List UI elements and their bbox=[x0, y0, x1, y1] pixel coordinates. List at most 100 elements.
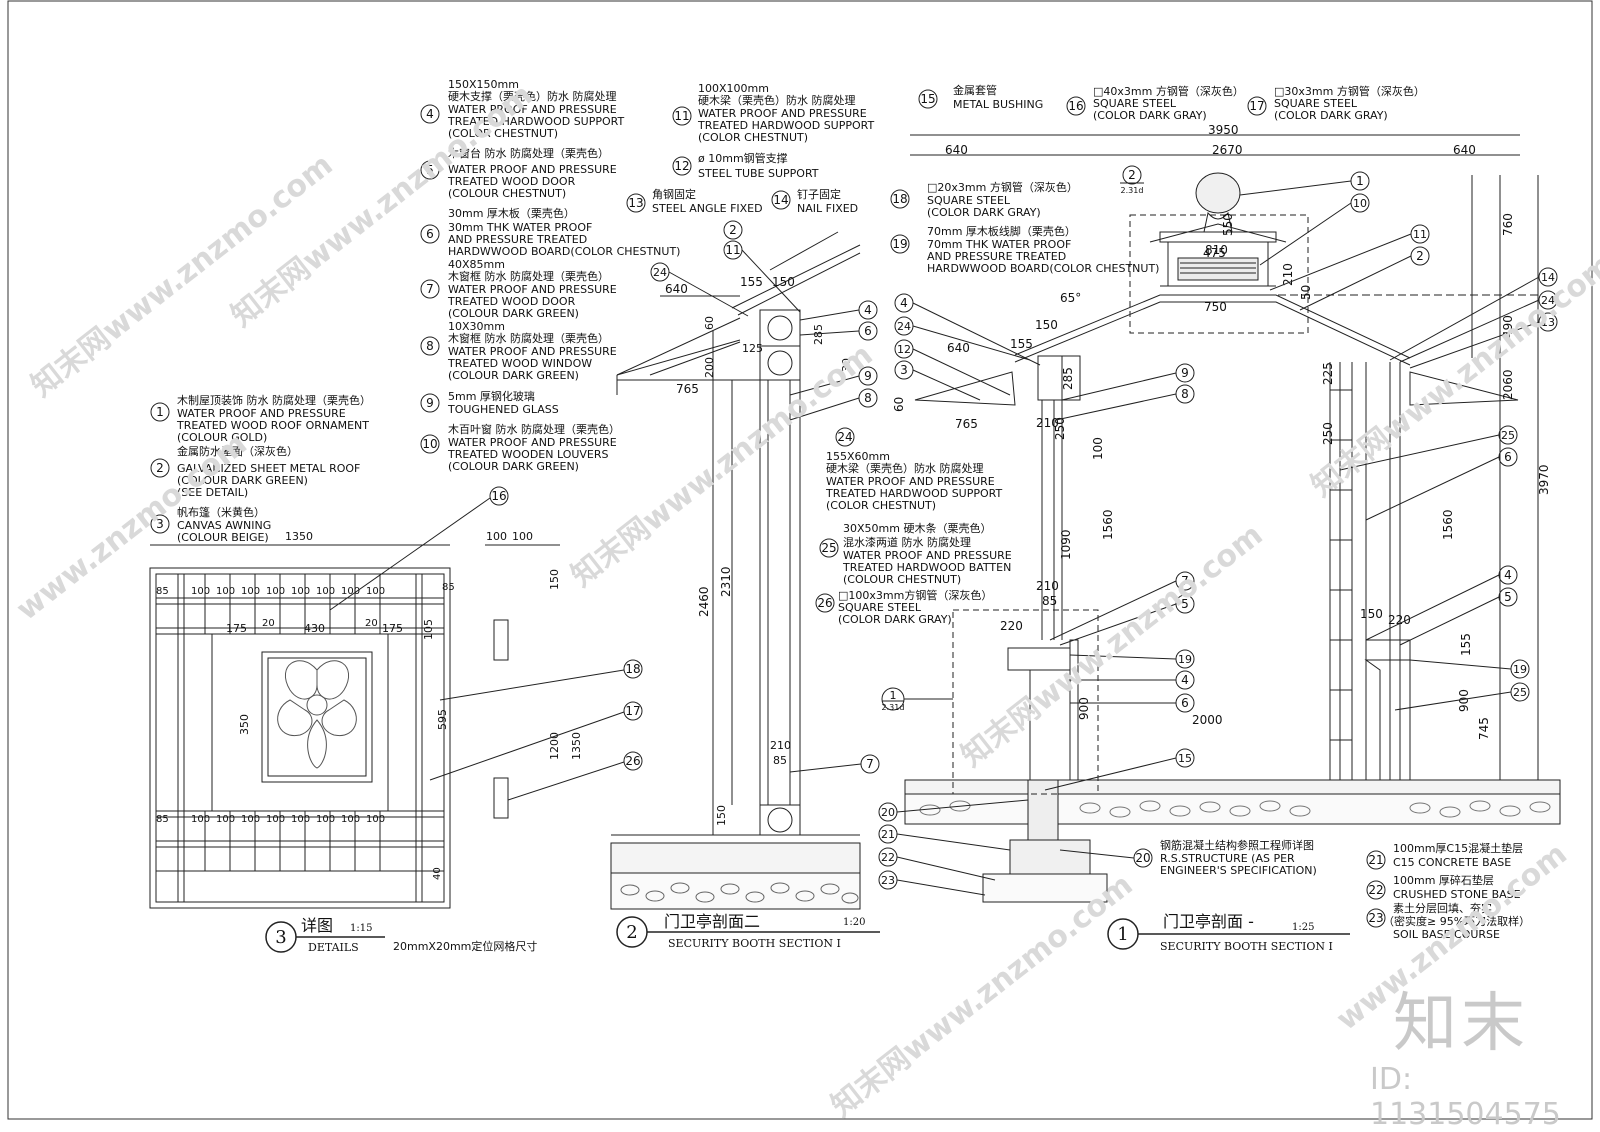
svg-text:760: 760 bbox=[1501, 213, 1515, 236]
svg-text:2060: 2060 bbox=[1501, 369, 1515, 400]
legend-item-13: 13 角钢固定 STEEL ANGLE FIXED bbox=[626, 187, 763, 215]
legend-item-24: 155X60mm 24 硬木梁（栗壳色）防水 防腐处理 WATER PROOF … bbox=[825, 427, 1002, 512]
svg-text:TREATED WOOD WINDOW: TREATED WOOD WINDOW bbox=[447, 357, 592, 370]
svg-text:18: 18 bbox=[625, 662, 640, 676]
svg-text:(COLOUR DARK GREEN): (COLOUR DARK GREEN) bbox=[448, 460, 579, 473]
svg-text:金属防水屋面（深灰色）: 金属防水屋面（深灰色） bbox=[177, 444, 298, 458]
svg-text:(COLOUR GOLD): (COLOUR GOLD) bbox=[177, 431, 267, 444]
svg-text:（密实度≥ 95%环刀法取样）: （密实度≥ 95%环刀法取样） bbox=[1383, 914, 1530, 928]
sheet-border bbox=[7, 0, 1593, 1120]
svg-text:60: 60 bbox=[892, 397, 906, 412]
svg-text:225: 225 bbox=[1321, 362, 1335, 385]
svg-text:(COLOR DARK GRAY): (COLOR DARK GRAY) bbox=[1274, 109, 1388, 122]
svg-text:155X60mm: 155X60mm bbox=[826, 450, 890, 463]
svg-text:钢筋混凝土结构参照工程师详图: 钢筋混凝土结构参照工程师详图 bbox=[1160, 838, 1314, 852]
svg-text:1560: 1560 bbox=[1441, 509, 1455, 540]
title-block-1: 1 门卫亭剖面 - 1:25 SECURITY BOOTH SECTION I bbox=[1107, 912, 1350, 953]
title-block-2: 2 门卫亭剖面二 1:20 SECURITY BOOTH SECTION I bbox=[616, 912, 880, 950]
svg-text:(COLOUR DARK GREEN): (COLOUR DARK GREEN) bbox=[177, 474, 308, 487]
svg-text:WATER PROOF AND PRESSURE: WATER PROOF AND PRESSURE bbox=[448, 163, 617, 176]
svg-text:C15 CONCRETE BASE: C15 CONCRETE BASE bbox=[1393, 856, 1511, 869]
svg-text:150: 150 bbox=[772, 275, 795, 289]
svg-text:550: 550 bbox=[1221, 213, 1235, 236]
svg-text:85: 85 bbox=[1042, 594, 1057, 608]
svg-text:2: 2 bbox=[156, 461, 164, 475]
svg-text:155: 155 bbox=[1010, 337, 1033, 351]
svg-text:70mm 厚木板线脚（栗壳色）: 70mm 厚木板线脚（栗壳色） bbox=[927, 224, 1076, 238]
svg-text:150: 150 bbox=[1035, 318, 1058, 332]
svg-text:100: 100 bbox=[341, 586, 360, 597]
svg-text:100: 100 bbox=[191, 586, 210, 597]
svg-text:TREATED HARDWOOD SUPPORT: TREATED HARDWOOD SUPPORT bbox=[447, 115, 624, 128]
svg-text:(COLOR CHESTNUT): (COLOR CHESTNUT) bbox=[698, 131, 808, 144]
svg-text:R.S.STRUCTURE (AS PER: R.S.STRUCTURE (AS PER bbox=[1160, 852, 1295, 865]
svg-text:□30x3mm 方钢管（深灰色）: □30x3mm 方钢管（深灰色） bbox=[1274, 84, 1425, 98]
svg-text:混水漆两道 防水 防腐处理: 混水漆两道 防水 防腐处理 bbox=[843, 535, 971, 549]
svg-text:25: 25 bbox=[821, 541, 836, 555]
svg-text:23: 23 bbox=[881, 874, 895, 887]
svg-text:TREATED WOOD DOOR: TREATED WOOD DOOR bbox=[447, 175, 576, 188]
svg-text:100: 100 bbox=[241, 586, 260, 597]
svg-text:硬木支撑（栗壳色）防水 防腐处理: 硬木支撑（栗壳色）防水 防腐处理 bbox=[448, 89, 617, 103]
svg-text:26: 26 bbox=[817, 596, 832, 610]
svg-text:□20x3mm 方钢管（深灰色）: □20x3mm 方钢管（深灰色） bbox=[927, 180, 1078, 194]
svg-text:1: 1 bbox=[890, 689, 897, 702]
svg-text:100: 100 bbox=[266, 814, 285, 825]
svg-text:1:15: 1:15 bbox=[350, 923, 372, 934]
svg-text:10: 10 bbox=[1353, 197, 1367, 210]
section-2-drawing bbox=[610, 244, 861, 910]
svg-text:50: 50 bbox=[1299, 285, 1313, 300]
svg-text:CRUSHED STONE BASE: CRUSHED STONE BASE bbox=[1393, 888, 1521, 901]
title-block-3: 3 详图 1:15 DETAILS 20mmX20mm定位网格尺寸 bbox=[265, 916, 537, 954]
svg-text:2: 2 bbox=[1416, 249, 1424, 263]
legend-center: 155X60mm 24 硬木梁（栗壳色）防水 防腐处理 WATER PROOF … bbox=[815, 427, 1012, 626]
svg-text:60: 60 bbox=[703, 316, 716, 330]
svg-text:16: 16 bbox=[491, 489, 506, 503]
legend-item-4: 150X150mm 4 硬木支撑（栗壳色）防水 防腐处理 WATER PROOF… bbox=[420, 78, 624, 140]
svg-text:900: 900 bbox=[1457, 689, 1471, 712]
svg-text:475: 475 bbox=[1203, 246, 1226, 260]
svg-text:1: 1 bbox=[1356, 174, 1364, 188]
svg-text:1350: 1350 bbox=[570, 732, 583, 760]
svg-text:15: 15 bbox=[920, 92, 935, 106]
svg-text:30mm THK WATER PROOF: 30mm THK WATER PROOF bbox=[448, 221, 592, 234]
svg-text:23: 23 bbox=[1368, 911, 1383, 925]
svg-text:200: 200 bbox=[703, 357, 716, 378]
svg-text:SOIL BASE COURSE: SOIL BASE COURSE bbox=[1393, 928, 1500, 941]
svg-text:10: 10 bbox=[422, 437, 437, 451]
svg-text:11: 11 bbox=[725, 243, 740, 257]
svg-text:帆布篷（米黄色）: 帆布篷（米黄色） bbox=[177, 505, 265, 519]
svg-text:CANVAS AWNING: CANVAS AWNING bbox=[177, 519, 271, 532]
svg-text:9: 9 bbox=[864, 369, 872, 383]
svg-text:详图: 详图 bbox=[301, 916, 333, 935]
svg-text:12: 12 bbox=[674, 159, 689, 173]
legend-mid: 150X150mm 4 硬木支撑（栗壳色）防水 防腐处理 WATER PROOF… bbox=[420, 78, 680, 473]
svg-text:100: 100 bbox=[191, 814, 210, 825]
svg-text:20: 20 bbox=[881, 806, 895, 819]
svg-text:2670: 2670 bbox=[1212, 143, 1243, 157]
svg-text:150: 150 bbox=[548, 569, 561, 590]
svg-text:素土分层回填、夯实: 素土分层回填、夯实 bbox=[1393, 901, 1492, 915]
svg-text:24: 24 bbox=[1541, 294, 1555, 307]
svg-text:745: 745 bbox=[1477, 717, 1491, 740]
svg-text:6: 6 bbox=[1504, 450, 1512, 464]
svg-text:26: 26 bbox=[625, 754, 640, 768]
svg-text:SECURITY BOOTH SECTION I: SECURITY BOOTH SECTION I bbox=[668, 937, 841, 950]
svg-text:2: 2 bbox=[626, 922, 637, 943]
detail-3-callouts: 16 18 17 26 bbox=[329, 486, 643, 801]
svg-text:TREATED HARDWOOD SUPPORT: TREATED HARDWOOD SUPPORT bbox=[697, 119, 874, 132]
svg-text:16: 16 bbox=[1068, 99, 1083, 113]
svg-text:100: 100 bbox=[316, 586, 335, 597]
svg-text:TREATED HARDWOOD SUPPORT: TREATED HARDWOOD SUPPORT bbox=[825, 487, 1002, 500]
svg-text:6: 6 bbox=[1181, 696, 1189, 710]
svg-text:钉子固定: 钉子固定 bbox=[797, 187, 841, 201]
detail-3-dims: 1350 100 100 175 430 175 20 20 350 595 1… bbox=[150, 530, 583, 880]
svg-text:4: 4 bbox=[864, 303, 872, 317]
svg-text:木百叶窗 防水 防腐处理（栗壳色）: 木百叶窗 防水 防腐处理（栗壳色） bbox=[448, 422, 620, 436]
svg-text:19: 19 bbox=[1513, 663, 1527, 676]
svg-text:2.31d: 2.31d bbox=[1121, 186, 1144, 195]
detail-3-gate-panel bbox=[149, 567, 509, 909]
svg-text:100: 100 bbox=[486, 530, 507, 543]
svg-text:(COLOUR CHESTNUT): (COLOUR CHESTNUT) bbox=[843, 573, 961, 586]
svg-text:14: 14 bbox=[773, 193, 788, 207]
